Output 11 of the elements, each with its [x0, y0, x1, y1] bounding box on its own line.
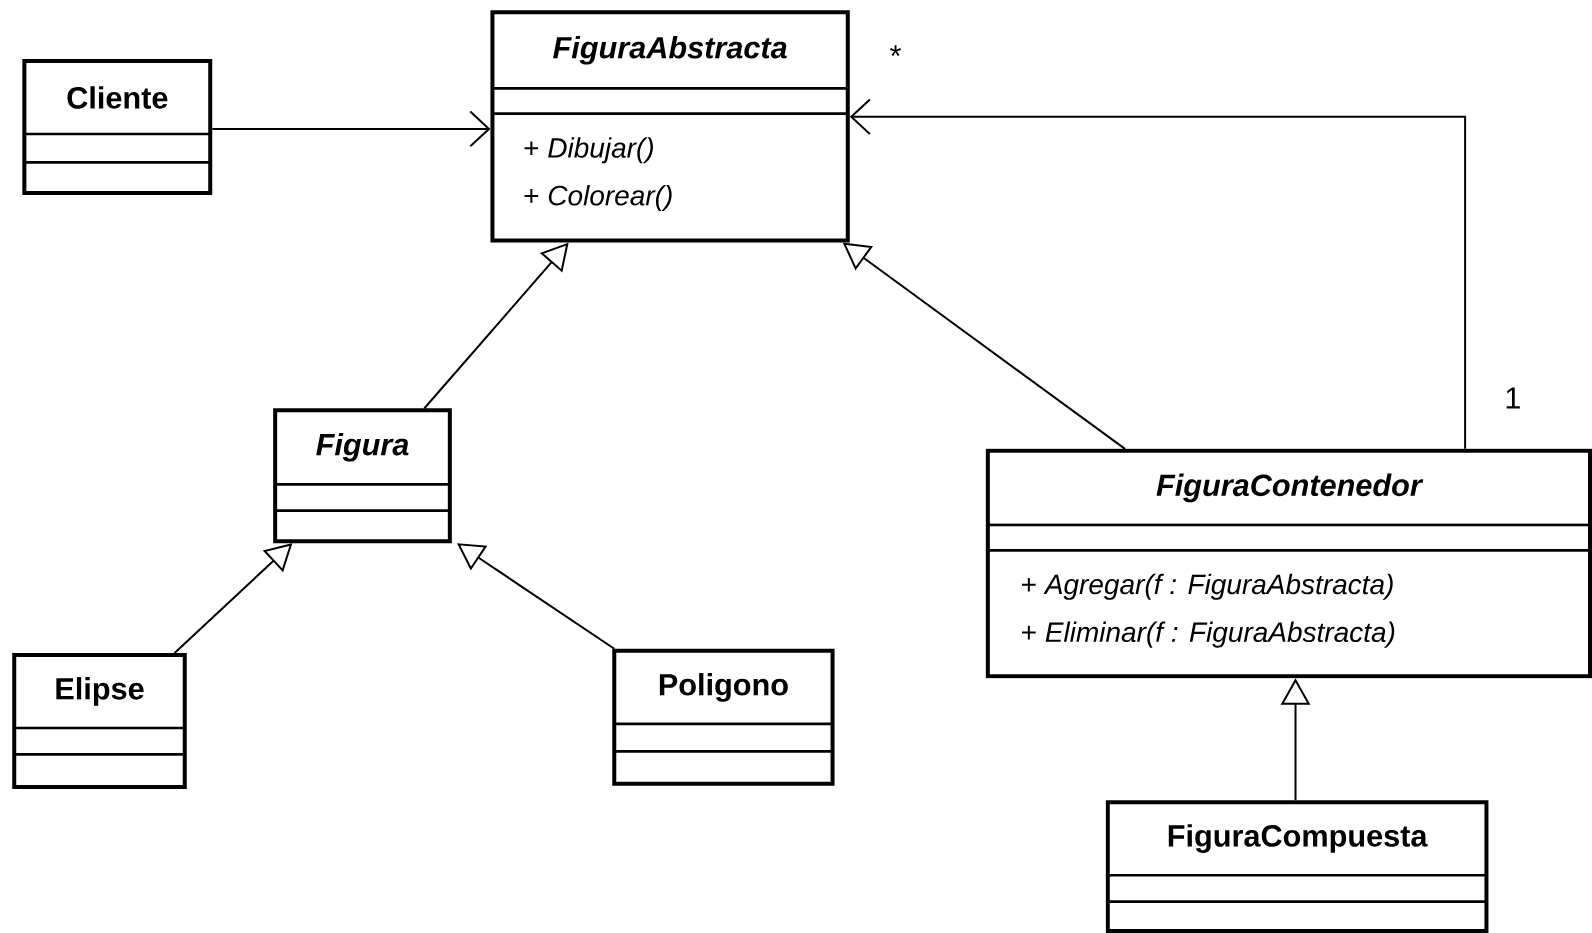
multiplicity-label: 1 — [1506, 387, 1520, 409]
class-box: Cliente — [22, 58, 213, 195]
association-arrow — [211, 110, 491, 148]
class-box: FiguraAbstracta + Dibujar() + Colorear() — [490, 10, 850, 243]
association-arrow — [849, 98, 1467, 450]
class-box: Elipse — [12, 652, 187, 789]
class-box: FiguraCompuesta — [1105, 800, 1489, 933]
class-box: Poligono — [612, 648, 835, 786]
class-box: Figura — [273, 408, 452, 544]
class-box: FiguraContenedor + Agregar(f : FiguraAbstracta) + Eliminar(f : FiguraAbstracta) — [985, 448, 1592, 679]
multiplicity-label: * — [890, 45, 901, 57]
